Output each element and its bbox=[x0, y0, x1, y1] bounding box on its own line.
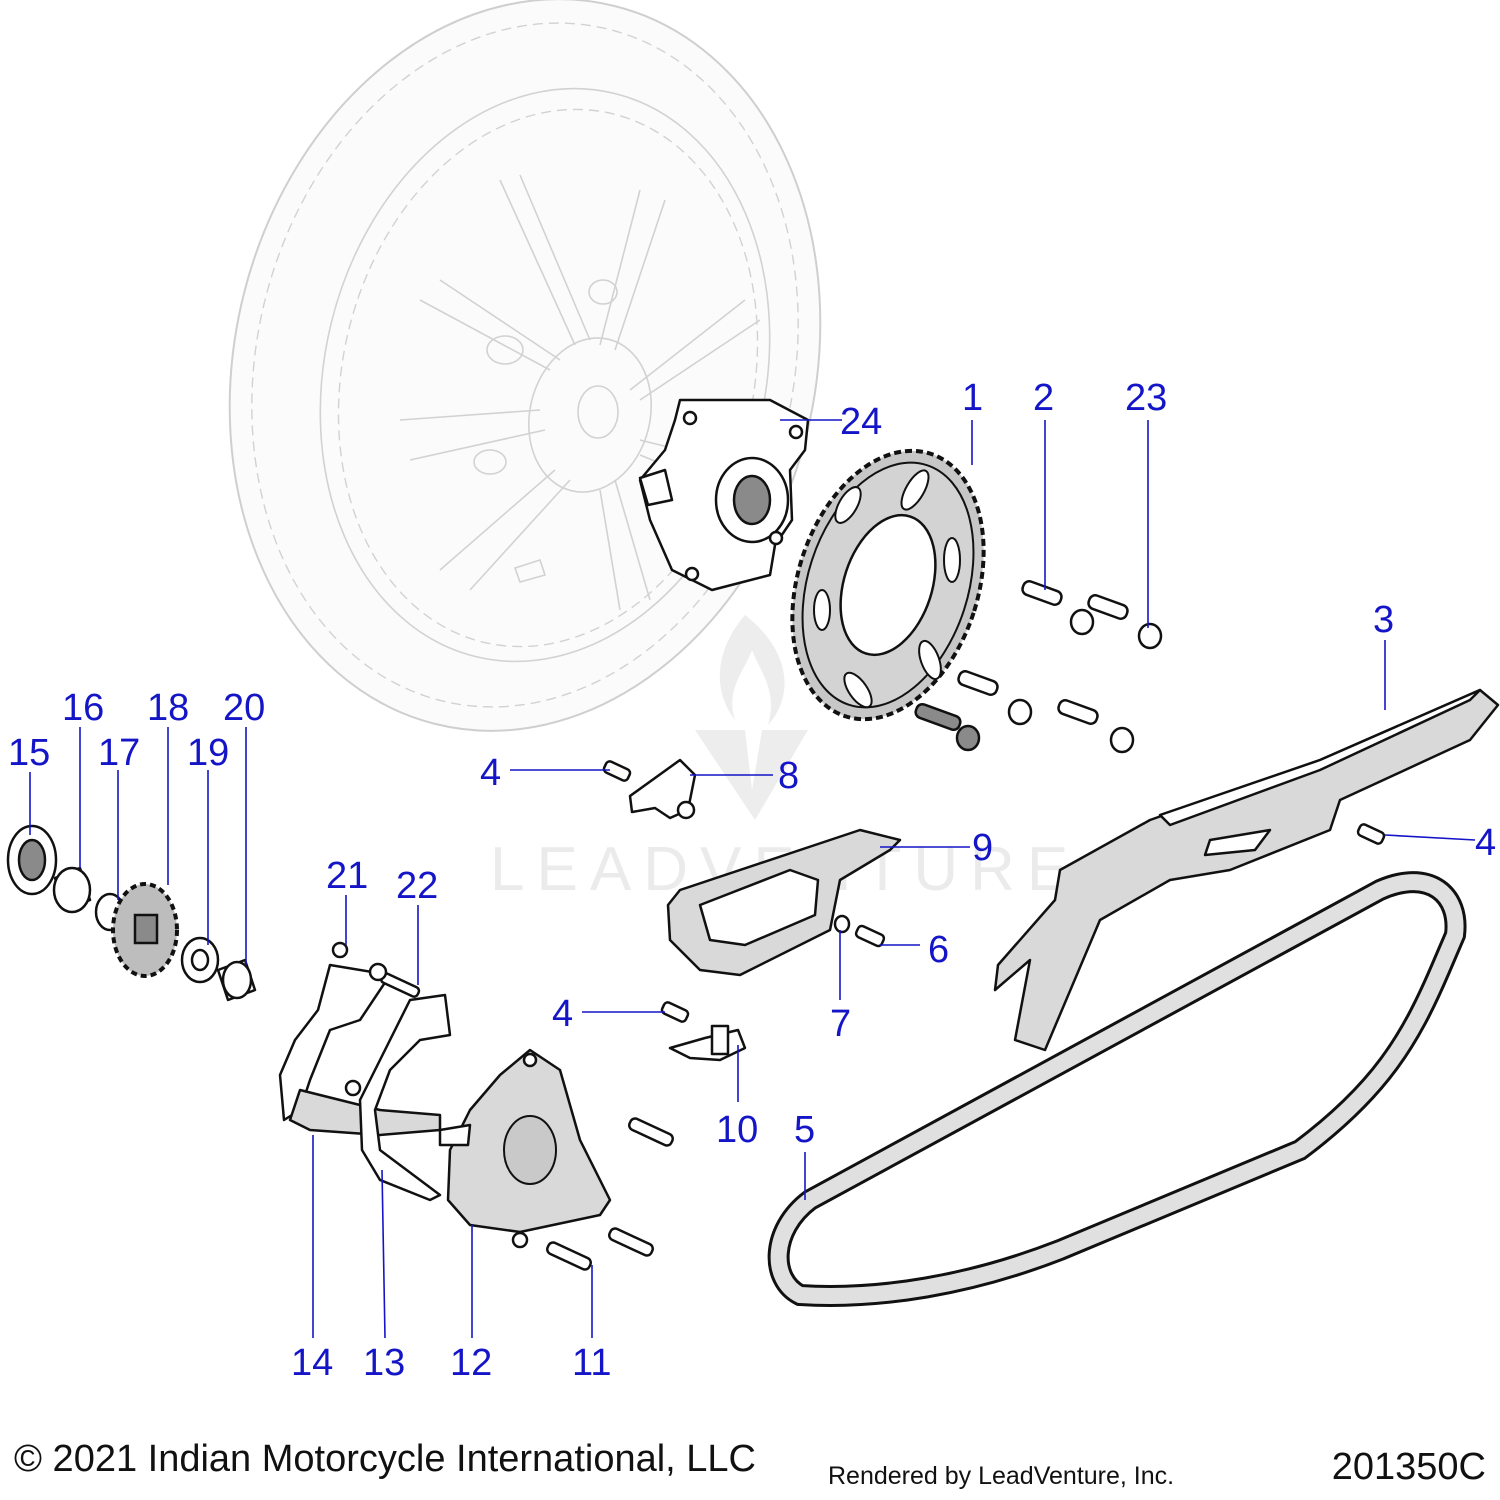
callout-15: 15 bbox=[8, 732, 50, 774]
callout-22: 22 bbox=[396, 865, 438, 907]
countershaft-parts bbox=[6, 824, 257, 1002]
callout-11: 11 bbox=[572, 1342, 611, 1384]
rear-sprocket bbox=[790, 448, 986, 722]
sprocket-nuts bbox=[955, 608, 1163, 754]
callout-2: 2 bbox=[1033, 377, 1054, 419]
callout-23: 23 bbox=[1125, 377, 1167, 419]
callout-13: 13 bbox=[363, 1342, 405, 1384]
callout-9: 9 bbox=[972, 827, 993, 869]
callout-18: 18 bbox=[147, 687, 189, 729]
callout-1: 1 bbox=[962, 377, 983, 419]
copyright-notice: © 2021 Indian Motorcycle International, … bbox=[14, 1438, 756, 1480]
callout-4-middle: 4 bbox=[552, 993, 573, 1035]
callout-7: 7 bbox=[830, 1003, 851, 1045]
front-guard-brackets bbox=[278, 941, 452, 1202]
callout-20: 20 bbox=[223, 687, 265, 729]
callout-4-top: 4 bbox=[480, 752, 501, 794]
chain-guard bbox=[993, 688, 1500, 1052]
callout-12: 12 bbox=[450, 1342, 492, 1384]
leader-lines bbox=[29, 419, 1476, 1339]
rear-wheel bbox=[228, 0, 822, 732]
cover-bolts bbox=[546, 1117, 674, 1271]
callout-21: 21 bbox=[326, 855, 368, 897]
callout-24: 24 bbox=[840, 401, 882, 443]
callout-6: 6 bbox=[928, 929, 949, 971]
sensor-bracket bbox=[668, 1024, 747, 1062]
callout-16: 16 bbox=[62, 687, 104, 729]
diagram-id: 201350C bbox=[1331, 1446, 1486, 1488]
callout-19: 19 bbox=[187, 732, 229, 774]
callout-4-right: 4 bbox=[1475, 822, 1496, 864]
callout-10: 10 bbox=[716, 1109, 758, 1151]
front-sprocket-cover bbox=[438, 1048, 612, 1249]
callout-14: 14 bbox=[291, 1342, 333, 1384]
callout-17: 17 bbox=[98, 732, 140, 774]
sprocket-studs bbox=[914, 580, 1129, 732]
callout-labels: 1 2 23 24 3 4 4 8 9 6 7 4 10 5 11 12 13 … bbox=[8, 377, 1496, 1384]
rendered-by-credit: Rendered by LeadVenture, Inc. bbox=[828, 1462, 1175, 1490]
drive-chain bbox=[767, 871, 1467, 1307]
sprocket-carrier bbox=[638, 398, 810, 592]
exploded-parts-diagram: LEADVENTURE bbox=[6, 0, 1500, 1384]
callout-5: 5 bbox=[794, 1109, 815, 1151]
callout-8: 8 bbox=[778, 755, 799, 797]
chain-guide-bracket bbox=[628, 758, 697, 820]
fasteners bbox=[602, 760, 1386, 1023]
chain-slider bbox=[666, 828, 902, 977]
callout-3: 3 bbox=[1373, 599, 1394, 641]
